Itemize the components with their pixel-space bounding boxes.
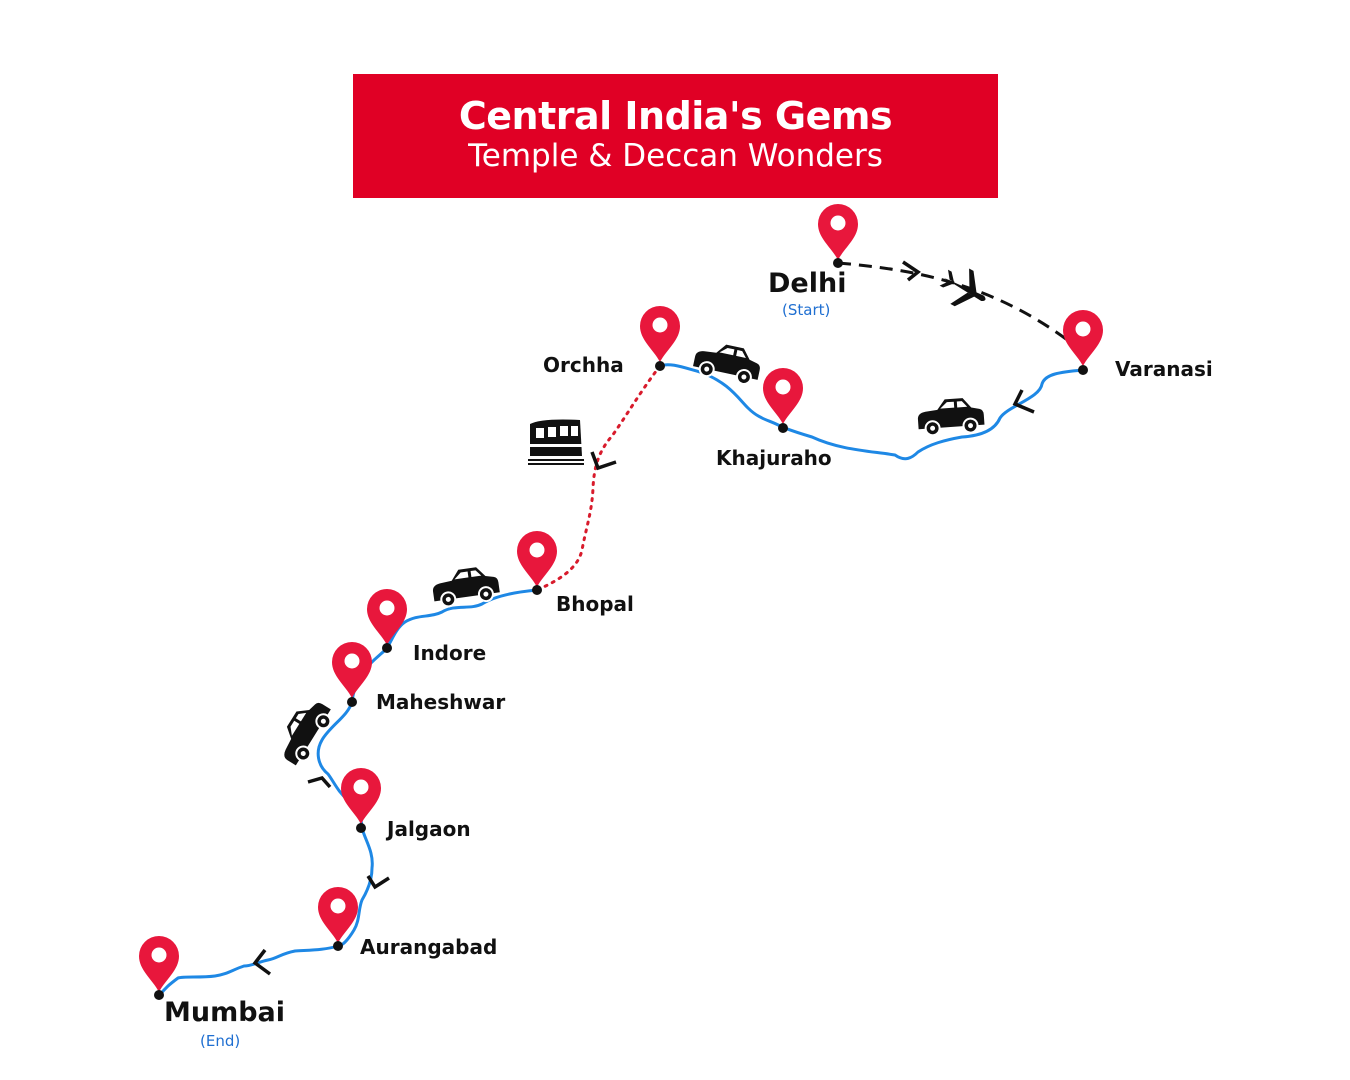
maheshwar-pin <box>332 642 372 707</box>
city-label-indore: Indore <box>413 641 487 665</box>
city-label-varanasi: Varanasi <box>1115 357 1213 381</box>
road-route-varanasi-orchha <box>659 363 1084 461</box>
direction-arrow-icon <box>590 451 617 471</box>
flight-route-delhi-varanasi <box>837 261 1084 354</box>
end-note: (End) <box>200 1032 241 1050</box>
direction-arrow-icon <box>307 776 332 789</box>
aurangabad-pin <box>318 887 358 951</box>
khajuraho-pin <box>763 368 803 433</box>
city-label-orchha: Orchha <box>543 353 624 377</box>
title-banner: Central India's Gems Temple & Deccan Won… <box>353 74 998 198</box>
bhopal-pin <box>517 531 557 595</box>
delhi-pin <box>818 204 858 268</box>
direction-arrow-icon <box>1012 389 1035 414</box>
car-icon <box>690 337 765 388</box>
car-icon <box>915 395 986 438</box>
airplane-icon <box>939 268 986 307</box>
city-label-delhi: Delhi <box>768 268 847 299</box>
rail-route-orchha-bhopal <box>535 364 662 592</box>
train-icon <box>528 419 584 465</box>
indore-pin <box>367 589 407 653</box>
mumbai-pin <box>139 936 179 1000</box>
city-label-mumbai: Mumbai <box>164 997 286 1028</box>
car-icon <box>429 563 502 610</box>
city-label-bhopal: Bhopal <box>556 592 634 616</box>
direction-arrow-icon <box>252 948 272 976</box>
orchha-pin <box>640 306 680 371</box>
jalgaon-pin <box>341 768 381 833</box>
start-note: (Start) <box>782 301 831 319</box>
map-title: Central India's Gems <box>458 94 893 138</box>
direction-arrow-icon <box>366 875 390 890</box>
city-label-maheshwar: Maheshwar <box>376 690 506 714</box>
city-label-aurangabad: Aurangabad <box>360 935 498 959</box>
direction-arrow-icon <box>902 260 921 282</box>
map-subtitle: Temple & Deccan Wonders <box>468 138 883 174</box>
varanasi-pin <box>1063 310 1103 375</box>
city-label-khajuraho: Khajuraho <box>716 446 832 470</box>
city-label-jalgaon: Jalgaon <box>387 817 471 841</box>
